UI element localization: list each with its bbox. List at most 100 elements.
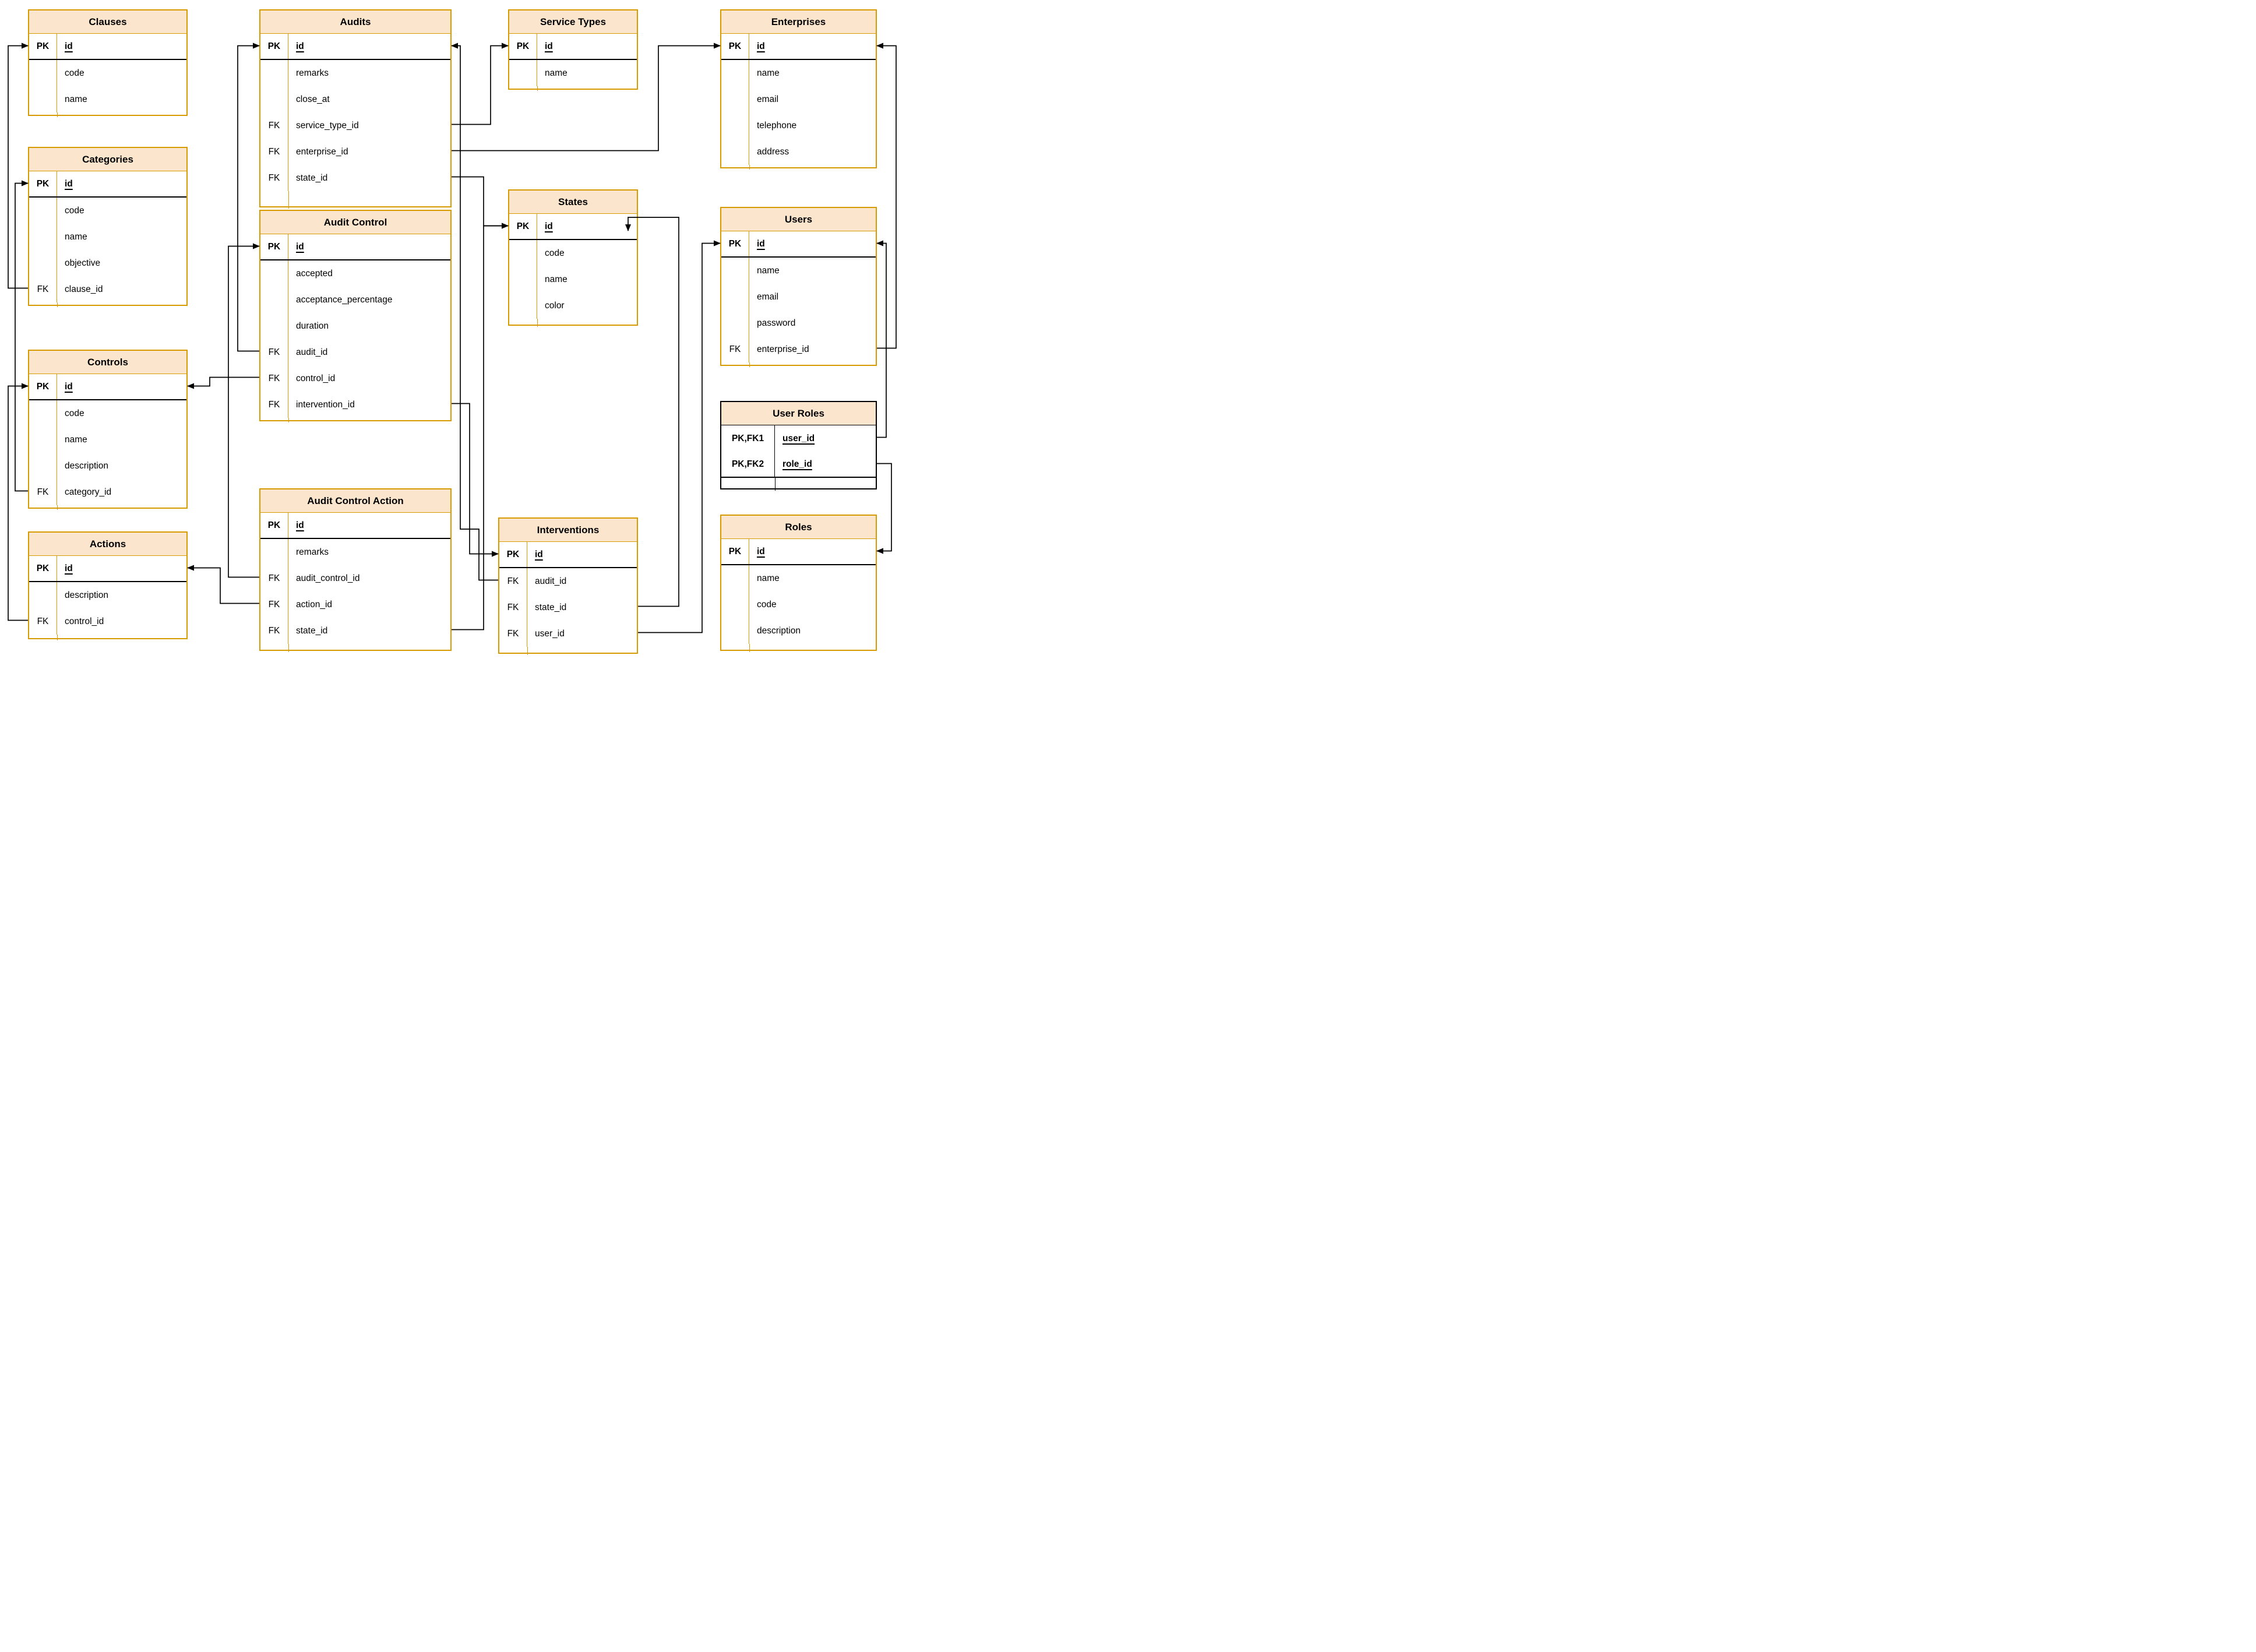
key-cell: PK (509, 34, 537, 59)
key-cell (721, 284, 749, 310)
connector-r15[interactable] (638, 240, 721, 633)
table-row: name (509, 266, 637, 293)
connector-r18[interactable] (876, 463, 892, 554)
table-title: Categories (29, 148, 186, 171)
field-cell: id (545, 221, 553, 231)
key-column-space (260, 644, 289, 652)
connector-r14[interactable] (625, 217, 679, 607)
table-row: code (29, 198, 186, 224)
key-cell: PK (29, 34, 57, 59)
table-title: Enterprises (721, 10, 876, 34)
key-cell: FK (260, 139, 288, 165)
field-cell: remarks (296, 68, 329, 78)
table-row: telephone (721, 112, 876, 139)
connector-r2[interactable] (15, 180, 29, 492)
table-row: code (29, 400, 186, 427)
table-title: Interventions (499, 519, 637, 542)
key-cell: PK (29, 171, 57, 196)
connector-r6[interactable] (187, 376, 259, 389)
connector-r7[interactable] (452, 403, 499, 557)
table-footer-space (721, 165, 876, 170)
key-cell: FK (260, 112, 288, 139)
connector-r4[interactable] (237, 43, 260, 352)
key-column-space (721, 644, 750, 652)
key-cell: PK (260, 513, 288, 538)
key-cell: FK (260, 365, 288, 392)
connector-r17[interactable] (876, 240, 887, 438)
field-cell: control_id (65, 616, 104, 626)
table-row: name (29, 427, 186, 453)
field-cell: clause_id (65, 284, 103, 294)
field-cell: id (65, 381, 73, 392)
field-cell: id (65, 178, 73, 189)
field-cell: id (757, 546, 765, 556)
table-row: PK id (29, 556, 186, 582)
field-cell: category_id (65, 487, 112, 497)
field-cell: enterprise_id (757, 344, 809, 354)
connector-r3[interactable] (8, 383, 29, 621)
key-cell: PK (29, 374, 57, 399)
key-cell: PK,FK1 (721, 425, 775, 452)
key-cell: FK (260, 591, 288, 618)
table-row: name (29, 224, 186, 250)
table-title: Service Types (509, 10, 637, 34)
field-cell: description (65, 460, 108, 471)
key-column-space (721, 362, 750, 367)
key-cell: PK (29, 556, 57, 581)
connector-r12[interactable] (452, 43, 721, 152)
connector-r1[interactable] (8, 43, 29, 289)
table-row: name (509, 60, 637, 86)
connector-r13[interactable] (451, 43, 498, 581)
key-cell: FK (260, 565, 288, 591)
key-column-space (260, 191, 289, 209)
connector-r11[interactable] (452, 43, 509, 125)
connector-r10[interactable] (452, 223, 509, 630)
field-cell: state_id (296, 625, 328, 636)
key-cell: FK (499, 568, 527, 594)
field-cell: name (65, 434, 87, 445)
field-cell: id (65, 563, 73, 573)
key-cell (721, 60, 749, 86)
table-footer-space (721, 644, 876, 652)
key-column-space (721, 165, 750, 170)
connector-r5[interactable] (228, 243, 260, 578)
table-row: remarks (260, 539, 450, 565)
key-cell (29, 250, 57, 276)
key-cell (721, 86, 749, 112)
table-row: name (29, 86, 186, 112)
table-row: description (29, 582, 186, 608)
table-title: Controls (29, 351, 186, 374)
connector-r8[interactable] (187, 565, 259, 604)
key-cell: PK (260, 234, 288, 259)
table-row: PK id (29, 374, 186, 400)
field-cell: duration (296, 320, 329, 331)
key-column-space (29, 505, 58, 510)
key-cell (29, 198, 57, 224)
